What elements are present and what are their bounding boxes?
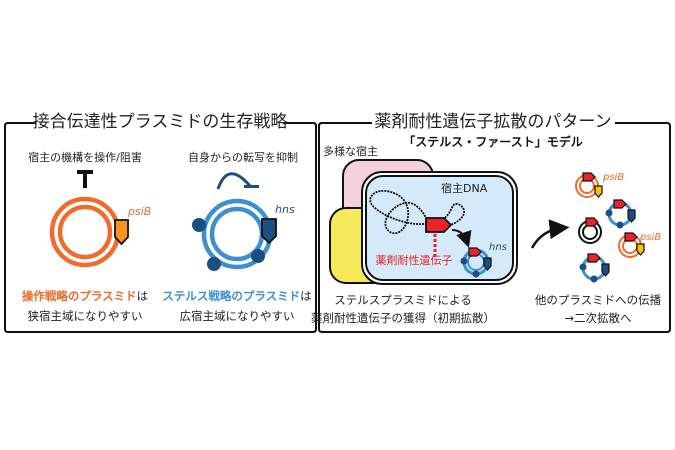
manipulate-label: 操作戦略のプラスミドは [22,289,148,303]
manipulate-caption: 宿主の機構を操作/阻害 [28,150,142,164]
black-plasmid-icon [578,217,602,244]
acquire-arrow-icon [451,229,472,248]
orange-plasmid-2-icon [618,232,645,258]
left-panel-frame [4,122,317,333]
host-dna-strand [369,190,465,235]
hosts-label: 多様な宿主 [323,144,378,158]
psib-label-2: psiB [639,232,661,243]
self-repression-arc-icon [216,172,259,190]
left-panel-title: 接合伝達性プラスミドの生存戦略 [33,112,288,132]
manipulate-label-suffix: は [137,289,149,303]
stealth-label-colored: ステルス戦略のプラスミド [162,289,300,303]
step1-line1: ステルスプラスミドによる [334,293,471,307]
host-dna-label: 宿主DNA [441,181,488,195]
stealth-label-suffix: は [300,289,312,303]
manipulate-label-colored: 操作戦略のプラスミド [22,289,137,303]
resistance-gene-icon [425,217,453,233]
blue-plasmid-1-icon [605,199,636,229]
orange-plasmid-1-icon [575,172,603,198]
stealth-caption: 自身からの転写を抑制 [188,150,298,164]
stealth-plasmid-small-icon [460,247,492,278]
psib-label: psiB [127,205,151,218]
spread-arrow-icon [530,219,570,249]
right-panel: 薬剤耐性遺伝子拡散のパターン 「ステルス・ファースト」モデル 多様な宿主 宿主D… [311,112,671,333]
step2-line2: →二次拡散へ [564,311,631,325]
inhibition-t-icon [77,170,93,188]
right-panel-frame [318,122,671,333]
right-panel-title: 薬剤耐性遺伝子拡散のパターン [374,112,611,132]
stealth-label-line2: 広宿主域になりやすい [180,309,295,323]
step1-line2: 薬剤耐性遺伝子の獲得（初期拡散） [311,311,495,325]
blue-plasmid-icon [192,198,277,271]
blue-plasmid-2-icon [579,253,610,283]
orange-plasmid-icon [49,196,129,268]
psib-label-1: psiB [602,172,624,183]
step2-line1: 他のプラスミドへの伝播 [535,293,662,307]
stealth-label: ステルス戦略のプラスミドは [162,289,311,303]
resistance-gene-label: 薬剤耐性遺伝子 [376,253,453,267]
hns-small-label: hns [489,242,507,253]
hns-label: hns [275,203,295,216]
right-panel-subtitle: 「ステルス・ファースト」モデル [403,134,582,149]
manipulate-label-line2: 狭宿主域になりやすい [28,309,143,323]
left-panel: 接合伝達性プラスミドの生存戦略 宿主の機構を操作/阻害 psiB 操作戦略のプラ… [4,112,317,333]
